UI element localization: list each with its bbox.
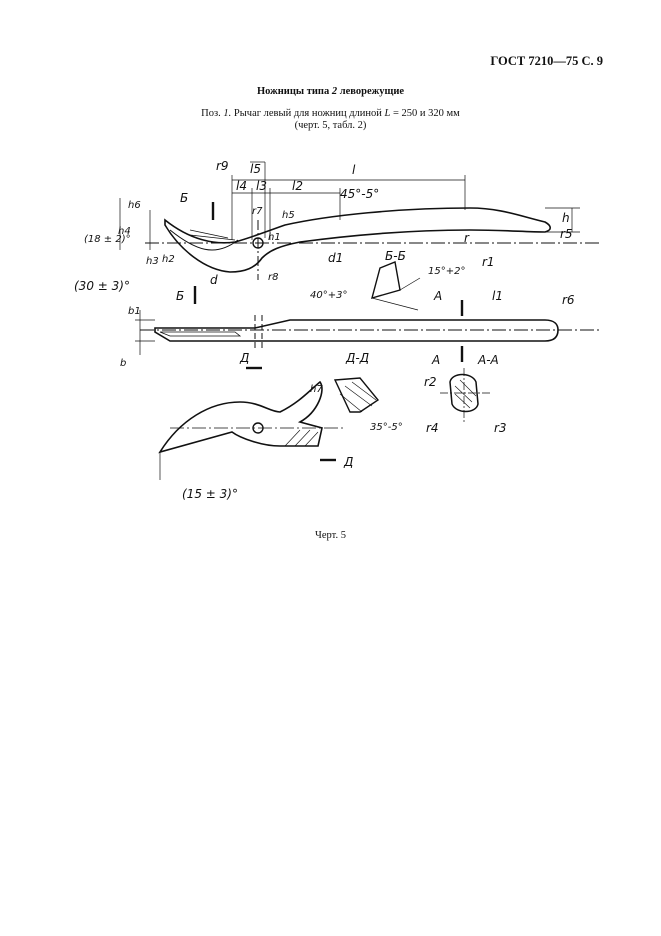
label-r: r bbox=[464, 231, 470, 245]
label-mark-a-bottom: А bbox=[431, 353, 440, 367]
label-l: l bbox=[352, 163, 356, 177]
lever-top-view bbox=[135, 310, 600, 355]
label-r3: r3 bbox=[494, 421, 507, 435]
label-h: h bbox=[562, 211, 570, 225]
caption-line-1: Поз. 1. Рычаг левый для ножниц длиной L … bbox=[0, 108, 661, 120]
label-mark-b-bottom: Б bbox=[176, 289, 184, 303]
dimension-lines-top bbox=[119, 161, 580, 250]
label-angle-15-3: (15 ± 3)° bbox=[182, 487, 238, 501]
technical-drawing: r9 l5 l l4 l3 l2 45°-5° h6 Б r7 h5 (18 ±… bbox=[74, 159, 600, 501]
caption-variable: L bbox=[384, 108, 391, 119]
caption-value: = 250 и 320 мм bbox=[390, 108, 460, 119]
label-mark-d-top: Д bbox=[239, 351, 249, 365]
section-dd bbox=[333, 377, 380, 413]
label-h5: h5 bbox=[282, 210, 295, 221]
label-angle-35: 35°-5° bbox=[370, 422, 403, 433]
label-d1: d1 bbox=[328, 251, 343, 265]
label-r4: r4 bbox=[426, 421, 439, 435]
label-l3: l3 bbox=[256, 179, 267, 193]
label-mark-a-top: А bbox=[433, 289, 442, 303]
label-h1: h1 bbox=[268, 232, 281, 243]
label-l2: l2 bbox=[292, 179, 303, 193]
caption-text: Рычаг левый для ножниц длиной bbox=[231, 108, 385, 119]
label-b1: b1 bbox=[128, 306, 141, 317]
label-section-dd: Д-Д bbox=[345, 351, 369, 365]
caption-line-2: (черт. 5, табл. 2) bbox=[294, 120, 367, 131]
label-section-bb: Б-Б bbox=[385, 249, 406, 263]
label-b: b bbox=[120, 358, 126, 369]
label-r2: r2 bbox=[424, 375, 437, 389]
blade-detail-view bbox=[158, 380, 345, 480]
caption-position: 1. bbox=[223, 108, 232, 119]
label-mark-d-bottom: Д bbox=[343, 455, 353, 469]
label-h4: h4 bbox=[118, 226, 131, 237]
label-mark-b-top: Б bbox=[180, 191, 188, 205]
title-prefix: Ножницы типа bbox=[256, 86, 332, 97]
drawing-caption: Поз. 1. Рычаг левый для ножниц длиной L … bbox=[0, 108, 661, 132]
label-angle-15-2: 15°+2° bbox=[428, 266, 465, 277]
label-r7: r7 bbox=[252, 206, 263, 217]
lever-side-view bbox=[145, 207, 600, 280]
section-aa bbox=[440, 368, 490, 422]
label-angle-40: 40°+3° bbox=[310, 290, 347, 301]
page-header: ГОСТ 7210—75 С. 9 bbox=[490, 54, 603, 68]
label-angle-45: 45°-5° bbox=[340, 187, 379, 201]
caption-prefix: Поз. bbox=[201, 108, 224, 119]
label-r6: r6 bbox=[562, 293, 575, 307]
label-r9: r9 bbox=[216, 159, 229, 173]
label-l5: l5 bbox=[250, 162, 261, 176]
label-l4: l4 bbox=[236, 179, 247, 193]
drawing-title: Ножницы типа 2 леворежущие bbox=[0, 86, 661, 97]
section-marks bbox=[193, 202, 464, 462]
label-angle-30: (30 ± 3)° bbox=[74, 279, 130, 293]
label-angle-18: (18 ± 2)° bbox=[84, 234, 131, 245]
label-l1: l1 bbox=[492, 289, 503, 303]
label-d: d bbox=[210, 273, 218, 287]
title-suffix: леворежущие bbox=[337, 86, 405, 97]
label-section-aa: А-А bbox=[477, 353, 499, 367]
label-r8: r8 bbox=[268, 272, 278, 283]
figure-label: Черт. 5 bbox=[315, 530, 346, 541]
label-h3: h3 bbox=[146, 256, 159, 267]
label-h7: h7 bbox=[310, 384, 323, 395]
label-h2: h2 bbox=[162, 254, 175, 265]
label-r1: r1 bbox=[482, 255, 495, 269]
title-type-number: 2 bbox=[331, 86, 338, 97]
label-r5: r5 bbox=[560, 227, 573, 241]
label-h6: h6 bbox=[128, 200, 141, 211]
section-bb bbox=[371, 261, 421, 311]
